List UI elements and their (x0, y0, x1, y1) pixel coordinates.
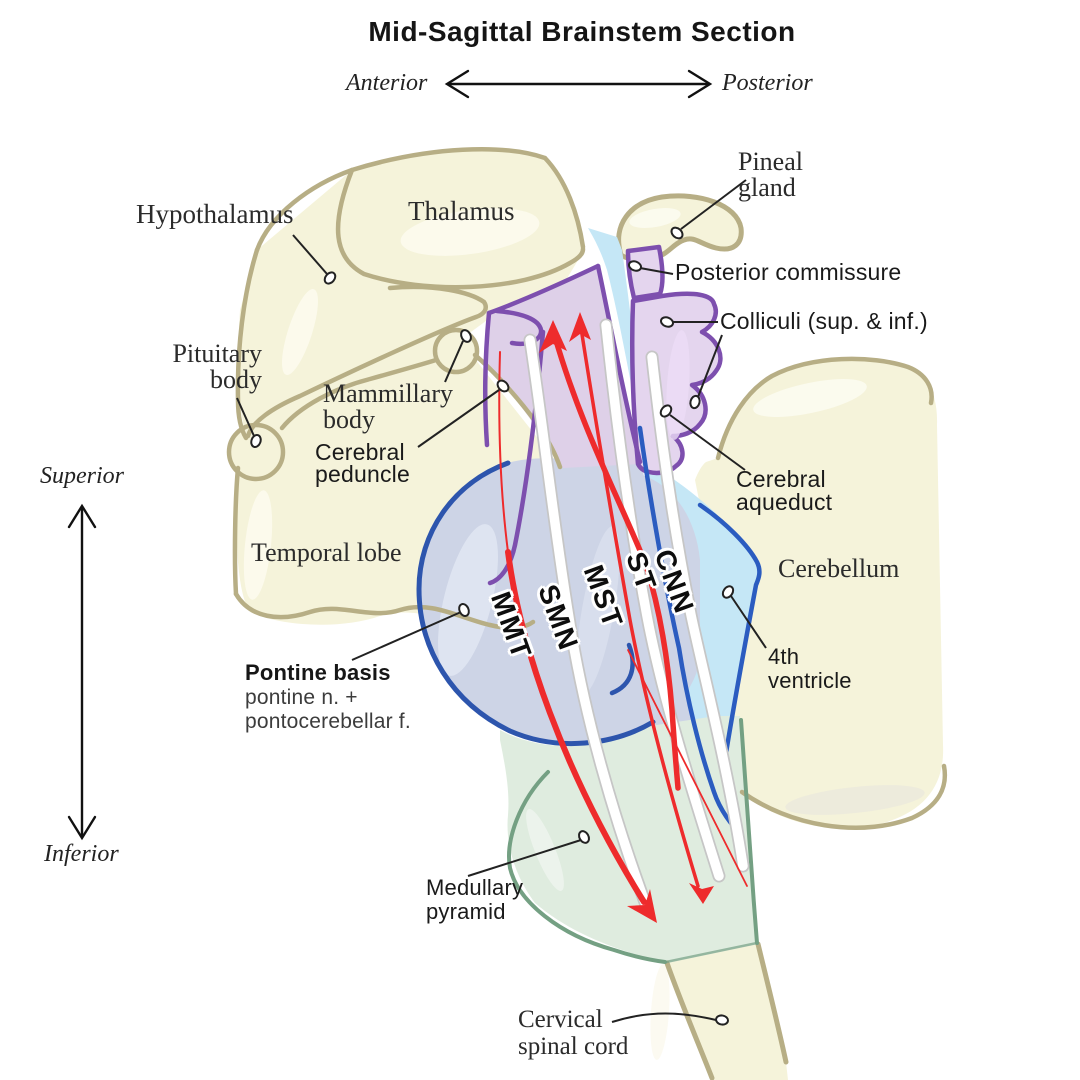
smn-tract-line (525, 335, 651, 910)
leader-markers (250, 226, 735, 1026)
anterior-label: Anterior (346, 70, 428, 96)
medulla-outlines (507, 718, 759, 964)
mst-tract-line (579, 326, 700, 888)
mmt-arrowhead-down (627, 889, 657, 923)
mst-arrowhead-down (689, 883, 714, 904)
mmt-tract-thin (498, 351, 509, 553)
anterior-posterior-arrow (444, 69, 713, 99)
pontine-basis-label: Pontine basis pontine n. + pontocerebell… (245, 660, 411, 733)
cerebellum-label: Cerebellum (778, 554, 900, 583)
hypothalamus-label: Hypothalamus (136, 199, 294, 229)
thalamus-label: Thalamus (408, 196, 515, 226)
spinal-cord-shape (667, 944, 788, 1080)
posterior-commissure-shape (625, 244, 665, 301)
mst-arrowhead-up (569, 312, 591, 342)
colliculi-label: Colliculi (sup. & inf.) (720, 308, 928, 334)
inferior-label: Inferior (44, 841, 119, 867)
cerebellum-shape (695, 358, 944, 829)
middle-tract-line (601, 320, 724, 881)
page-title: Mid-Sagittal Brainstem Section (368, 16, 796, 47)
superior-inferior-arrow (67, 503, 97, 841)
cnn-tract-line (647, 352, 748, 871)
st-arrowhead-up (539, 320, 567, 353)
white-tracts (523, 318, 750, 912)
posterior-label: Posterior (722, 70, 813, 96)
red-arrowheads (539, 312, 714, 923)
temporal-lobe-label: Temporal lobe (251, 538, 402, 567)
superior-label: Superior (40, 463, 124, 489)
mmt-tract-line (505, 549, 647, 905)
leader-lines (236, 179, 767, 1023)
st-tract-line (552, 334, 681, 791)
red-tracts (498, 326, 748, 905)
posterior-commissure-label: Posterior commissure (675, 259, 902, 285)
decussation-line (627, 649, 748, 887)
highlights (243, 208, 925, 1060)
